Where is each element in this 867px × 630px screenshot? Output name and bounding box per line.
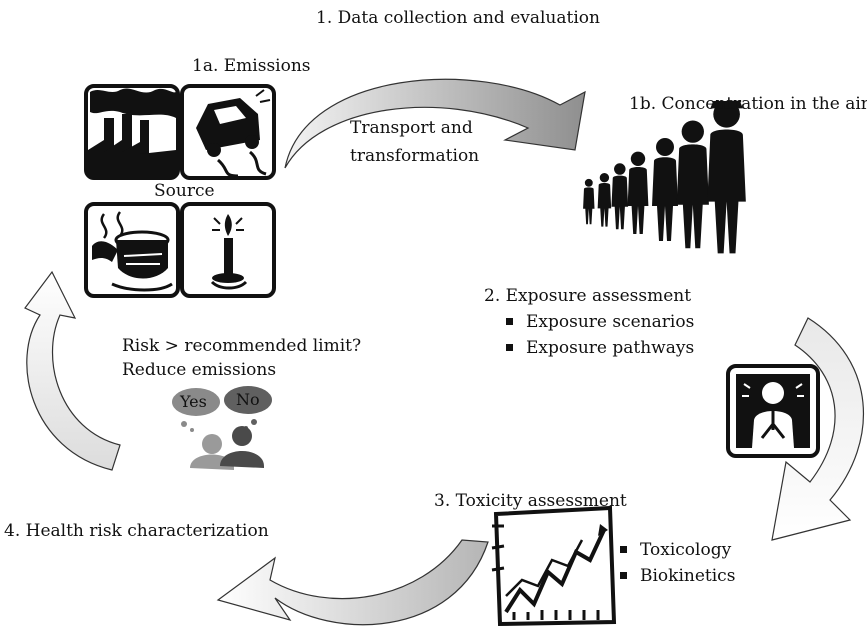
transport-label-line2: transformation — [350, 146, 480, 166]
toxicity-item: Toxicology — [620, 540, 731, 560]
factory-icon — [84, 84, 180, 180]
people-icon — [583, 100, 746, 254]
chart-icon — [491, 505, 617, 627]
toxicity-item: Biokinetics — [620, 566, 735, 586]
step-4-title: 4. Health risk characterization — [4, 521, 269, 541]
source-label: Source — [154, 181, 215, 201]
thought-bubble-icon — [172, 386, 272, 470]
risk-question: Risk > recommended limit? — [122, 336, 362, 356]
arrow-risk-to-emissions — [24, 270, 121, 471]
reduce-emissions-label: Reduce emissions — [122, 360, 277, 380]
step-1b-title: 1b. Concentration in the air — [629, 94, 867, 114]
arrow-emissions-to-air — [284, 78, 586, 169]
step-2-title: 2. Exposure assessment — [484, 286, 692, 306]
transport-label-line1: Transport and — [350, 118, 473, 138]
arrow-exposure-to-toxicity — [771, 317, 865, 541]
lungs-icon — [726, 364, 820, 458]
candle-icon — [180, 202, 276, 298]
car-icon — [180, 84, 276, 180]
yes-label: Yes — [180, 392, 207, 411]
exposure-item: Exposure pathways — [506, 338, 694, 358]
step-3-title: 3. Toxicity assessment — [434, 491, 627, 511]
step-1-title: 1. Data collection and evaluation — [316, 8, 600, 28]
arrow-toxicity-to-risk — [216, 539, 489, 626]
cooking-pot-icon — [84, 202, 180, 298]
exposure-item: Exposure scenarios — [506, 312, 694, 332]
step-1a-title: 1a. Emissions — [192, 56, 311, 76]
no-label: No — [236, 390, 260, 409]
